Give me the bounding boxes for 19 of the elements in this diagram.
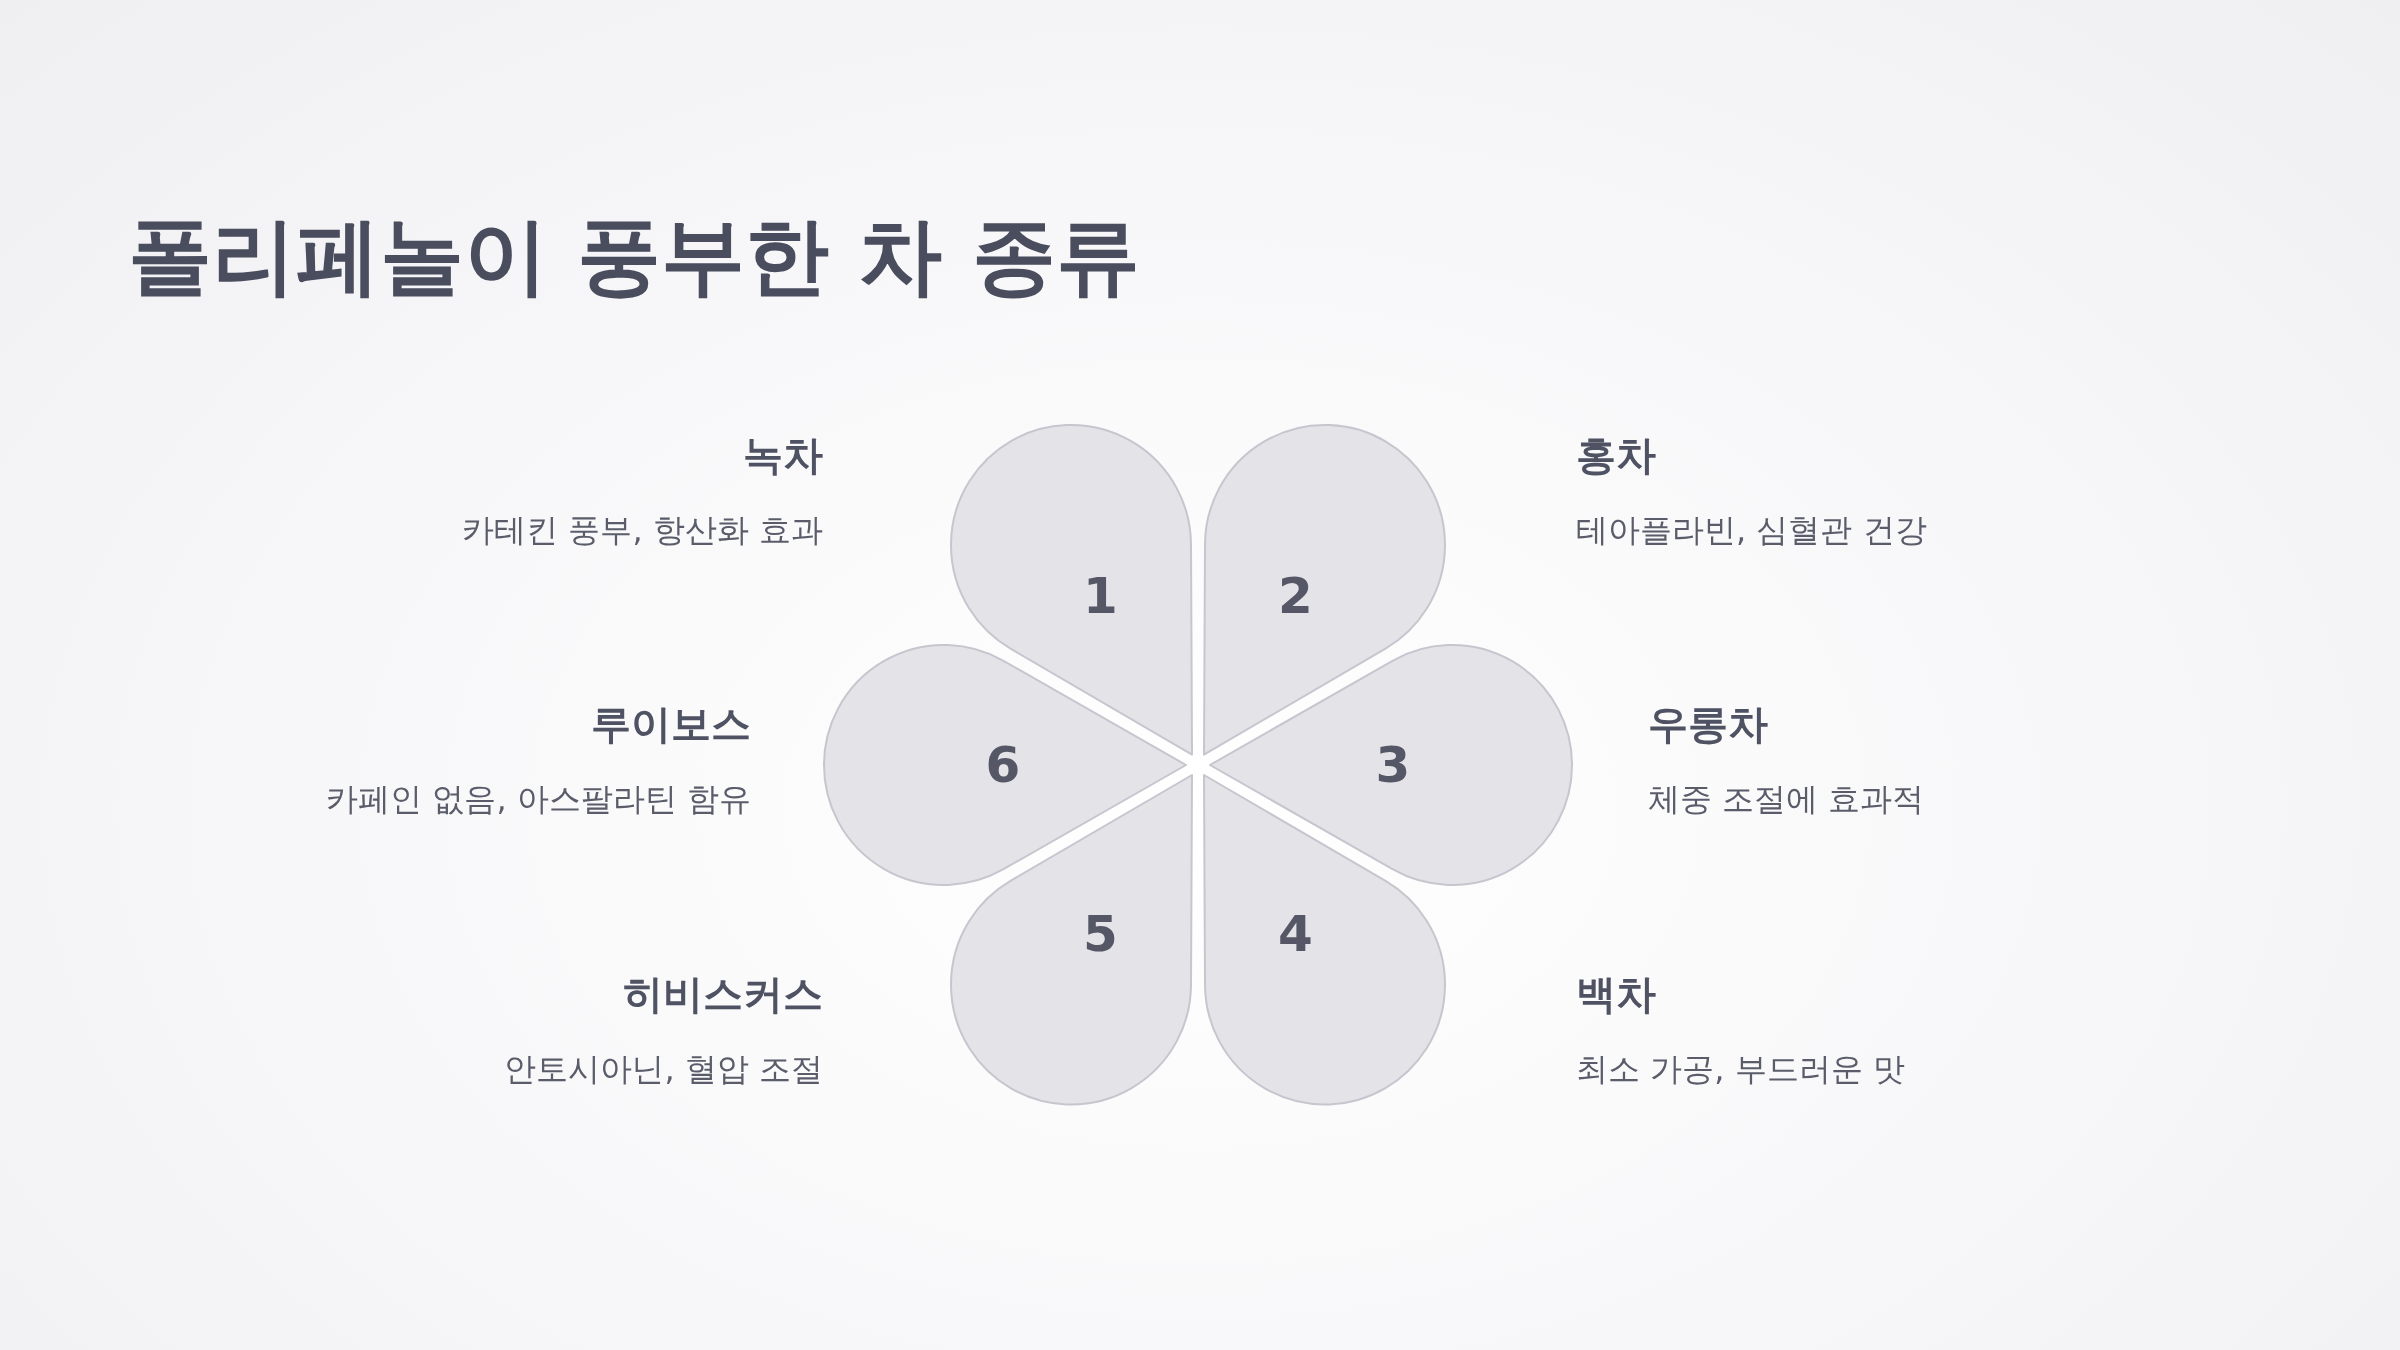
tea-heading: 히비스커스 [622,970,823,1019]
petal-number: 1 [1083,567,1118,626]
tea-heading: 홍차 [1576,431,1657,480]
tea-description: 최소 가공, 부드러운 맛 [1576,1049,1906,1090]
tea-heading: 백차 [1576,970,1657,1019]
tea-heading: 우롱차 [1648,700,1769,749]
tea-description: 카테킨 풍부, 항산화 효과 [461,510,823,551]
petal-number: 4 [1278,904,1313,963]
petal-number: 5 [1083,904,1118,963]
tea-description: 체중 조절에 효과적 [1648,779,1926,820]
petal-number: 6 [985,736,1021,794]
tea-heading: 루이보스 [590,700,751,749]
tea-description: 안토시아닌, 혈압 조절 [503,1049,823,1090]
petal-number: 2 [1278,567,1313,626]
title: 폴리페놀이 풍부한 차 종류 [128,206,1140,307]
tea-heading: 녹차 [742,431,823,480]
tea-description: 카페인 없음, 아스팔라틴 함유 [325,779,751,820]
tea-description: 테아플라빈, 심혈관 건강 [1576,510,1928,551]
petal-number: 3 [1375,736,1411,794]
